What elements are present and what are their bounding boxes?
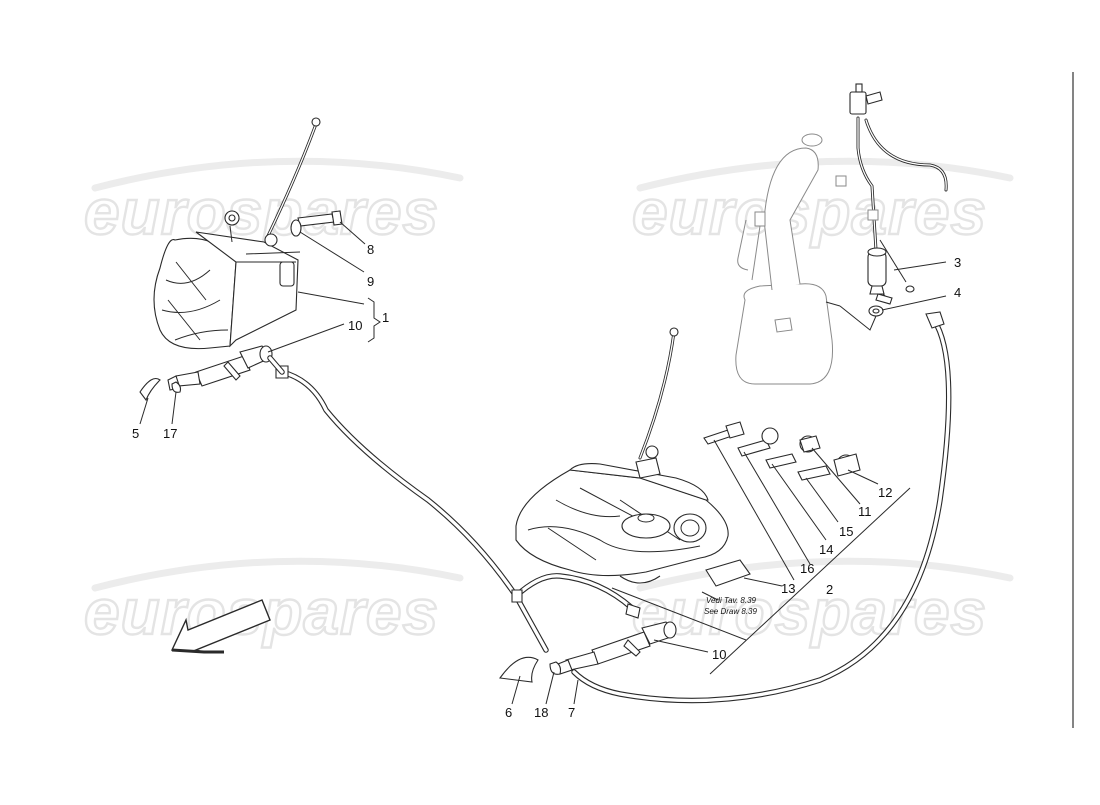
- callout-5: 5: [132, 426, 139, 441]
- watermark-swoosh: [91, 557, 464, 592]
- watermark-top-left: eurospares: [84, 176, 439, 248]
- group-bracket-2: [709, 487, 911, 675]
- note-line-2: See Draw 8.39: [704, 607, 757, 616]
- callout-15: 15: [839, 524, 853, 539]
- headlamp-washer-left: [153, 210, 301, 350]
- callout-11: 11: [858, 504, 872, 519]
- washer-hose-right: [571, 311, 952, 704]
- clip-right: [549, 661, 562, 675]
- watermark-swoosh: [91, 157, 464, 192]
- callout-18: 18: [534, 705, 548, 720]
- callout-4: 4: [954, 285, 961, 300]
- callout-6: 6: [505, 705, 512, 720]
- direction-arrow-icon: [170, 599, 271, 654]
- callout-10-left: 10: [348, 318, 362, 333]
- harness-connector-icon: [849, 91, 867, 115]
- headlamp-right: [515, 445, 729, 584]
- callout-7: 7: [568, 705, 575, 720]
- callout-10-right: 10: [712, 647, 726, 662]
- bolt-and-washer: [264, 210, 343, 247]
- watermark-swoosh: [636, 557, 1014, 592]
- clip-left: [171, 381, 182, 393]
- callout-labels: 8 9 1 10 5 17 3 4 12 11 15 14 16 13 2 10…: [132, 242, 961, 720]
- washer-pump: [867, 247, 915, 305]
- lamp-wire-right: [638, 330, 676, 460]
- washer-hose-center: [267, 355, 635, 653]
- callout-13: 13: [781, 581, 795, 596]
- watermark-top-right: eurospares: [632, 176, 987, 248]
- nozzle-cover-right: [499, 656, 539, 683]
- wire-connector-icon: [311, 117, 321, 127]
- callout-2: 2: [826, 582, 833, 597]
- bulb-set: [703, 421, 861, 481]
- lamp-cover: [705, 559, 751, 587]
- callout-8: 8: [367, 242, 374, 257]
- leader-lines: [139, 221, 947, 705]
- callout-12: 12: [878, 485, 892, 500]
- wiring-harness: [835, 83, 948, 301]
- leader-line: [839, 305, 877, 331]
- watermark-bottom-right: eurospares: [632, 576, 987, 648]
- callout-9: 9: [367, 274, 374, 289]
- reference-note: Vedi Tav. 8.39 See Draw 8.39: [701, 591, 757, 616]
- wire-connector-icon: [669, 327, 679, 337]
- callout-16: 16: [800, 561, 814, 576]
- washer-reservoir: [735, 133, 841, 385]
- watermark-group: eurospares eurospares eurospares eurospa…: [83, 157, 1014, 649]
- nozzle-cover-left: [139, 377, 161, 402]
- watermark-swoosh: [636, 157, 1014, 192]
- callout-1: 1: [382, 310, 389, 325]
- washer-cylinder-right: [557, 603, 677, 675]
- callout-17: 17: [163, 426, 177, 441]
- callout-14: 14: [819, 542, 833, 557]
- note-line-1: Vedi Tav. 8.39: [706, 596, 757, 605]
- washer-cylinder-left: [167, 345, 273, 391]
- callout-3: 3: [954, 255, 961, 270]
